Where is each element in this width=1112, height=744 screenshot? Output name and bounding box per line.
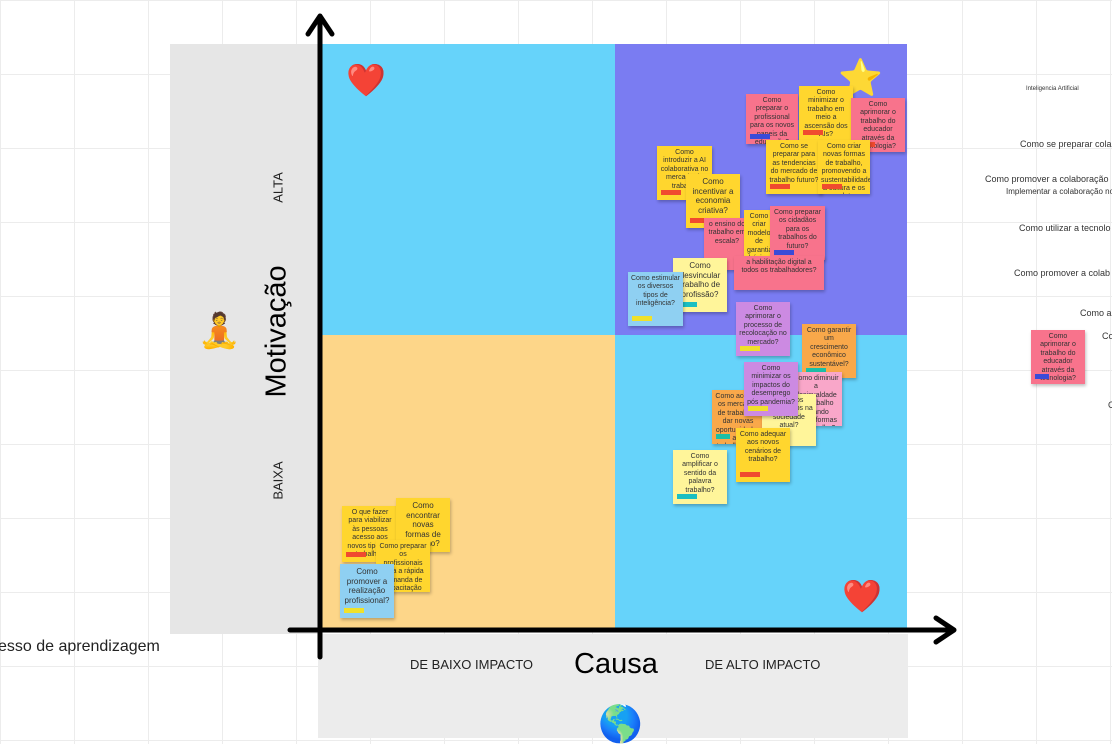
right-text: Inteligencia Artificial xyxy=(1026,86,1079,92)
note-tag xyxy=(770,184,790,189)
sticky-note[interactable]: Como minimizar o trabalho em meio a asce… xyxy=(799,86,853,140)
meditation-icon: 🧘 xyxy=(198,312,241,350)
note-tag xyxy=(1035,374,1049,379)
note-text: Como incentivar a economia criativa? xyxy=(692,177,734,215)
sticky-note[interactable]: Como aprimorar o trabalho do educador at… xyxy=(1031,330,1085,384)
heart-icon: ❤️ xyxy=(842,578,882,614)
note-text: Como minimizar os impactos do desemprego… xyxy=(747,365,795,406)
note-tag xyxy=(806,368,826,373)
left-gray-panel xyxy=(170,44,322,634)
note-tag xyxy=(740,472,760,477)
x-axis-title: Causa xyxy=(574,648,658,680)
heart-icon: ❤️ xyxy=(346,62,386,98)
note-text: Como adequar aos novos cenários de traba… xyxy=(739,431,787,464)
globe-icon: 🌎 xyxy=(598,703,643,744)
sticky-note[interactable]: Como adequar aos novos cenários de traba… xyxy=(736,428,790,482)
note-tag xyxy=(632,316,652,321)
note-text: Como aprimorar o trabalho do educador at… xyxy=(860,101,896,150)
note-text: Como se preparar para as tendencias do m… xyxy=(769,143,819,184)
sticky-note[interactable]: Como amplificar o sentido da palavra tra… xyxy=(673,450,727,504)
bottom-gray-panel xyxy=(318,634,908,738)
sticky-note[interactable]: Como se preparar para as tendencias do m… xyxy=(766,140,822,194)
note-tag xyxy=(750,134,770,139)
right-text: Como a xyxy=(1080,308,1112,318)
note-text: Como garantir um crescimento econômico s… xyxy=(806,327,852,368)
note-tag xyxy=(748,406,768,411)
note-tag xyxy=(344,608,364,613)
cut-off-text: esso de aprendizagem xyxy=(0,638,160,655)
note-tag xyxy=(803,130,823,135)
note-tag xyxy=(716,434,730,439)
sticky-note[interactable]: Como aprimorar o trabalho do educador at… xyxy=(851,98,905,152)
x-low-label: DE BAIXO IMPACTO xyxy=(410,657,534,672)
note-tag xyxy=(661,190,681,195)
note-tag xyxy=(677,494,697,499)
x-high-label: DE ALTO IMPACTO xyxy=(705,657,821,672)
y-axis-title: Motivação xyxy=(260,265,293,398)
sticky-note[interactable]: Como aprimorar o processo de recolocação… xyxy=(736,302,790,356)
note-text: Como promover a realização profissional? xyxy=(344,567,390,605)
sticky-note[interactable]: Como preparar os cidadãos para os trabal… xyxy=(770,206,825,260)
note-tag xyxy=(677,302,697,307)
right-text: Co xyxy=(1102,331,1112,341)
note-text: Como estimular os diversos tipos de inte… xyxy=(631,275,681,308)
note-tag xyxy=(346,552,366,557)
sticky-note[interactable]: Como incentivar a economia criativa? xyxy=(686,174,740,228)
right-text: Como se preparar colabora xyxy=(1020,139,1112,149)
sticky-note[interactable]: Como criar novas formas de trabalho, pro… xyxy=(818,140,870,194)
right-text: Implementar a colaboração no p xyxy=(1006,187,1112,196)
note-text: Como aprimorar o processo de recolocação… xyxy=(739,305,787,346)
note-text: Como desvincular trabalho de profissão? xyxy=(679,261,721,299)
note-text: a habilitação digital a todos os trabalh… xyxy=(741,259,817,275)
note-text: Como criar novas formas de trabalho, pro… xyxy=(821,143,870,194)
note-text: O que fazer para viabilizar às pessoas a… xyxy=(347,509,393,558)
note-text: Como preparar os cidadãos para os trabal… xyxy=(773,209,822,250)
sticky-note[interactable]: Como promover a realização profissional? xyxy=(340,564,394,618)
right-text: C xyxy=(1108,400,1112,410)
sticky-note[interactable]: Como minimizar os impactos do desemprego… xyxy=(744,362,798,416)
right-text: Como promover a colab xyxy=(1014,268,1111,278)
note-text: Como aprimorar o trabalho do educador at… xyxy=(1040,333,1076,382)
sticky-note[interactable]: O que fazer para viabilizar às pessoas a… xyxy=(342,506,398,562)
note-text: Como introduzir a AI colaborativa no mer… xyxy=(660,149,709,190)
note-text: Como amplificar o sentido da palavra tra… xyxy=(682,453,718,494)
sticky-note[interactable]: Como garantir um crescimento econômico s… xyxy=(802,324,856,378)
note-text: Como minimizar o trabalho em meio a asce… xyxy=(804,89,848,138)
right-text: Como promover a colaboração xyxy=(985,174,1109,184)
right-text: Como utilizar a tecnolo xyxy=(1019,223,1111,233)
note-text: o ensino do trabalho em escala? xyxy=(708,221,746,245)
y-low-label: BAIXA xyxy=(270,461,286,500)
note-tag xyxy=(690,218,710,223)
note-tag xyxy=(774,250,794,255)
y-high-label: ALTA xyxy=(270,172,286,203)
note-tag xyxy=(740,346,760,351)
sticky-note[interactable]: Como preparar o profissional para os nov… xyxy=(746,94,798,144)
sticky-note[interactable]: Como estimular os diversos tipos de inte… xyxy=(628,272,683,326)
sticky-note[interactable]: a habilitação digital a todos os trabalh… xyxy=(734,256,824,290)
note-text: Como preparar os profissionais para a rá… xyxy=(379,543,427,592)
quadrant-high-motivation-low-impact xyxy=(322,44,615,335)
note-tag xyxy=(822,184,842,189)
